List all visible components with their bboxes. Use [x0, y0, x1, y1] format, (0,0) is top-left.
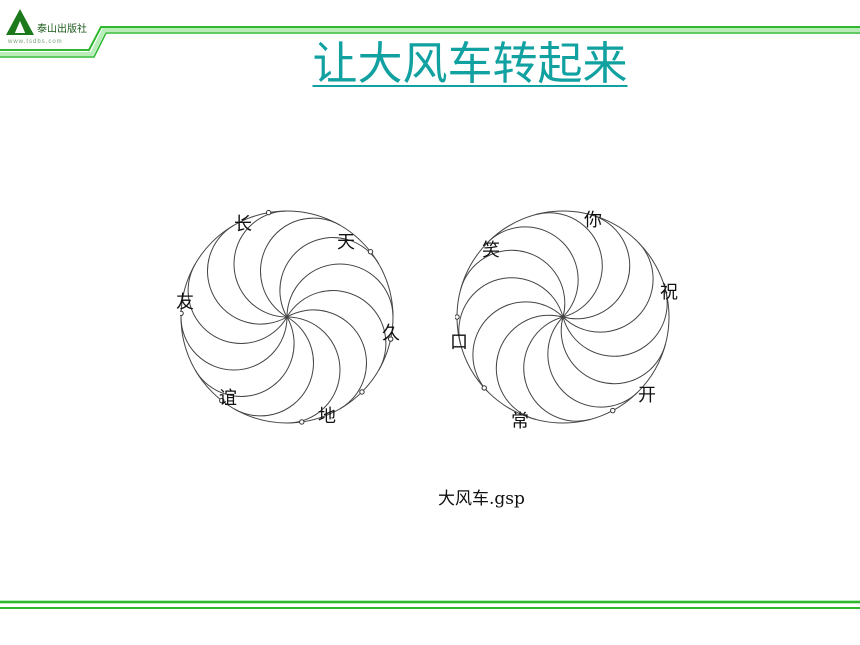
windmill-right-blades: [455, 210, 670, 424]
windmill-point-marker: [367, 249, 374, 255]
windmill-left-char: 久: [382, 323, 400, 344]
windmill-left-char: 谊: [219, 388, 237, 409]
windmill-left-char: 友: [176, 292, 194, 313]
windmill-point-marker: [219, 397, 225, 404]
bottom-green-band: [0, 600, 860, 609]
windmill-right-char: 口: [450, 332, 468, 353]
windmill-right-char: 常: [511, 411, 529, 432]
windmill-left[interactable]: [180, 205, 395, 430]
windmill-blade: [233, 210, 288, 318]
windmill-blade: [286, 316, 341, 424]
windmill-point-marker: [180, 310, 184, 316]
windmill-blade: [562, 214, 631, 320]
windmill-blade: [460, 249, 566, 318]
windmill-blade: [472, 301, 564, 393]
windmill-blade: [260, 217, 341, 318]
windmill-blade: [187, 263, 288, 344]
windmill-blade: [487, 226, 579, 318]
windmill-blade: [562, 241, 654, 333]
windmill-blade: [560, 316, 666, 385]
windmill-left-char: 地: [318, 406, 336, 427]
windmill-blade: [286, 290, 387, 371]
windmill-point-marker: [481, 385, 487, 391]
windmill-blade: [286, 309, 367, 410]
windmill-blade: [547, 316, 639, 408]
mountain-logo-icon: [6, 9, 34, 35]
windmill-blade: [194, 316, 295, 397]
windmill-blade: [535, 212, 603, 318]
logo-text: 泰山出版社: [37, 24, 87, 35]
page-title[interactable]: 让大风车转起来: [312, 37, 628, 90]
top-green-band: [0, 26, 860, 58]
windmill-right-char: 祝: [660, 282, 678, 303]
windmill-blade: [458, 277, 564, 345]
windmill-point-marker: [610, 407, 616, 414]
windmill-blade: [495, 314, 564, 420]
windmill-right-char: 开: [638, 385, 656, 406]
windmill-blade: [523, 316, 591, 422]
windmill-point-marker: [387, 336, 394, 342]
file-caption[interactable]: 大风车.gsp: [438, 489, 525, 509]
windmill-point-marker: [455, 314, 460, 320]
windmill-blade: [286, 263, 394, 318]
windmill-blade: [562, 289, 668, 357]
windmill-point-marker: [265, 209, 272, 216]
windmill-blade: [233, 316, 314, 417]
windmill-blade: [279, 237, 380, 318]
windmill-left-blades: [180, 209, 394, 425]
windmill-right-char: 你: [584, 210, 602, 231]
windmill-point-marker: [299, 419, 305, 425]
windmill-right[interactable]: [455, 205, 675, 430]
windmill-left-char: 天: [337, 232, 355, 253]
windmill-blade: [207, 224, 288, 325]
windmill-left-char: 长: [234, 214, 252, 235]
windmill-right-char: 笑: [482, 240, 500, 261]
logo-url: www.tsdbs.com: [8, 39, 63, 45]
windmill-blade: [180, 316, 288, 371]
windmill-point-marker: [359, 389, 365, 395]
